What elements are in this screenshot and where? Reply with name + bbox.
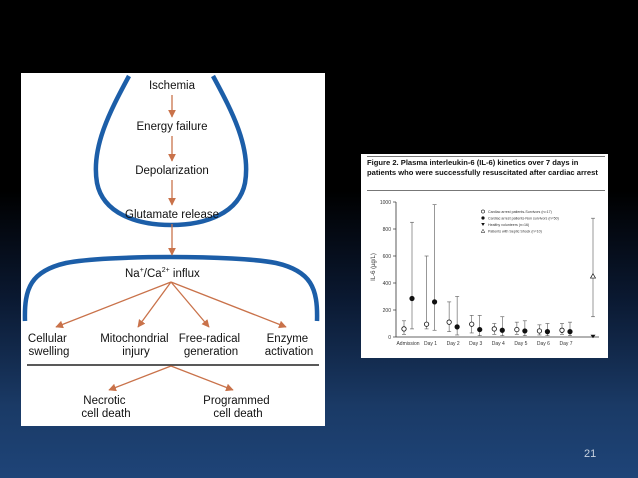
x-tick-label: Admission — [396, 341, 419, 347]
y-tick-label: 0 — [388, 335, 391, 341]
y-tick-label: 800 — [383, 227, 392, 233]
effect-free-radical-generation: Free-radical generation — [179, 333, 244, 358]
pathophysiology-flowchart-panel: Ischemia Energy failure Depolarization G… — [21, 73, 325, 426]
non-survivors-point — [454, 324, 460, 330]
outcome-necrotic-cell-death: Necrotic cell death — [81, 395, 130, 420]
arrow-influx-to-free-radical — [170, 281, 210, 328]
y-tick-label: 1000 — [380, 200, 391, 206]
x-tick-label: Day 3 — [469, 341, 482, 347]
step-ischemia: Ischemia — [149, 80, 196, 92]
y-tick-label: 200 — [383, 308, 392, 314]
non-survivors-point — [544, 329, 551, 335]
slide-number: 21 — [584, 448, 597, 460]
arrow-influx-to-mitochondrial — [137, 281, 172, 328]
x-tick-label: Day 7 — [559, 341, 572, 347]
y-tick-label: 400 — [383, 281, 392, 287]
survivors-point — [536, 328, 543, 334]
healthy-volunteers-point — [590, 334, 596, 339]
non-survivors-point — [431, 299, 438, 305]
survivors-point — [491, 326, 497, 332]
non-survivors-point — [477, 326, 483, 333]
arrow-to-programmed — [170, 365, 234, 392]
funnel-outline — [93, 74, 249, 228]
survivors-point — [559, 327, 565, 333]
effect-mitochondrial-injury: Mitochondrial injury — [100, 333, 172, 358]
step-depolarization: Depolarization — [135, 165, 209, 177]
arrow-influx-to-enzyme — [170, 281, 287, 329]
influx-bowl-outline — [22, 254, 320, 322]
legend-label: Cardiac arrest patients-Survivors (n=17) — [488, 210, 552, 214]
non-survivors-point — [522, 328, 528, 334]
legend-label: Healthy volunteers (n=16) — [488, 223, 529, 227]
effect-enzyme-activation: Enzyme activation — [265, 333, 314, 358]
il6-figure-panel: Figure 2. Plasma interleukin-6 (IL-6) ki… — [361, 154, 608, 358]
arrow-to-necrotic — [108, 365, 172, 392]
legend-marker — [481, 216, 485, 220]
legend-marker — [480, 228, 486, 233]
figure-title: Figure 2. Plasma interleukin-6 (IL-6) ki… — [367, 158, 598, 177]
legend-marker — [481, 223, 485, 226]
survivors-point — [423, 321, 430, 327]
y-tick-label: 600 — [383, 254, 392, 260]
step-ion-influx: Na+/Ca2+ influx — [125, 267, 200, 280]
figure-top-rule — [367, 156, 605, 157]
non-survivors-point — [499, 327, 505, 333]
step-energy-failure: Energy failure — [137, 121, 208, 133]
x-tick-label: Day 5 — [514, 341, 527, 347]
step-glutamate-release: Glutamate release — [125, 209, 219, 221]
x-tick-label: Day 4 — [492, 341, 505, 347]
legend-marker — [481, 209, 485, 214]
x-tick-label: Day 2 — [447, 341, 460, 347]
legend-label: Patients with Septic Shock (n=10) — [488, 230, 542, 234]
survivors-point — [514, 326, 520, 333]
outcome-programmed-cell-death: Programmed cell death — [203, 395, 273, 420]
survivors-point — [469, 321, 475, 327]
figure-title-rule — [367, 190, 605, 191]
y-axis-label: IL-6 (µg/L) — [371, 253, 377, 281]
non-survivors-point — [567, 329, 573, 335]
effect-cellular-swelling: Cellular swelling — [28, 333, 70, 358]
survivors-point — [446, 319, 452, 325]
non-survivors-point — [409, 295, 415, 302]
x-tick-label: Day 1 — [424, 341, 437, 347]
arrow-influx-to-swelling — [55, 281, 172, 329]
x-tick-label: Day 6 — [537, 341, 550, 347]
septic-shock-point — [589, 273, 597, 279]
legend-label: Cardiac arrest patients-Non survivors (n… — [488, 217, 559, 221]
survivors-point — [401, 326, 407, 332]
flowchart-svg: Ischemia Energy failure Depolarization G… — [22, 74, 320, 420]
